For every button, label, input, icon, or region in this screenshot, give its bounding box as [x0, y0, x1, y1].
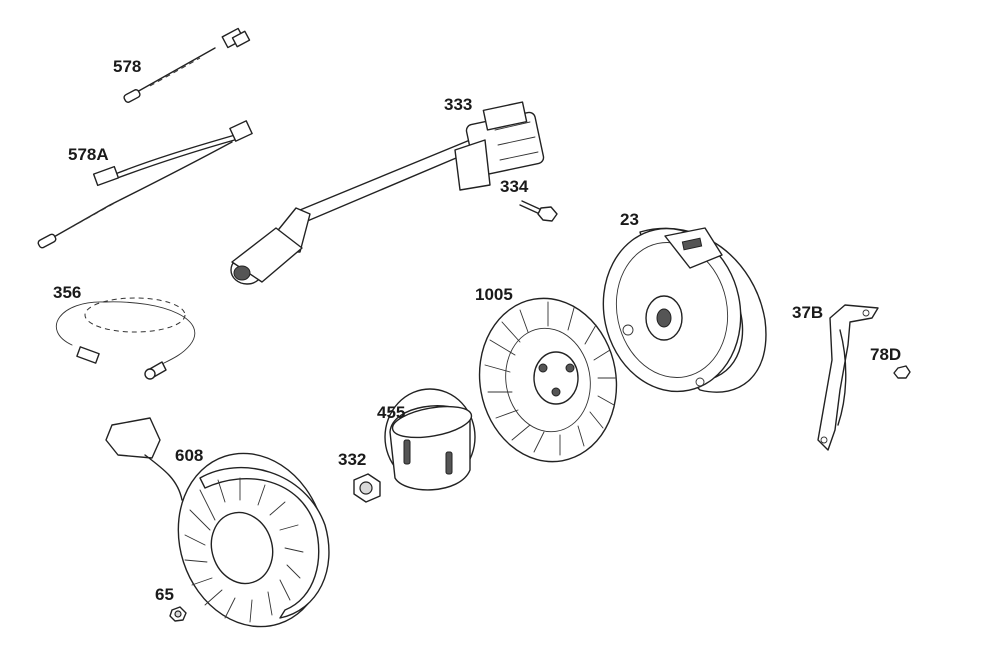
label-333: 333: [444, 95, 472, 114]
label-578: 578: [113, 57, 141, 76]
part-578-wire-lead[interactable]: [123, 27, 251, 103]
label-608: 608: [175, 446, 203, 465]
part-23-flywheel[interactable]: [588, 216, 767, 405]
label-78d: 78D: [870, 345, 901, 364]
part-578a-wire-harness[interactable]: [37, 120, 253, 249]
label-578a: 578A: [68, 145, 109, 164]
label-1005: 1005: [475, 285, 513, 304]
label-334: 334: [500, 177, 529, 196]
part-333-electric-starter[interactable]: [230, 101, 545, 285]
part-608-recoil-starter[interactable]: [105, 417, 348, 646]
part-332-flywheel-nut[interactable]: [353, 473, 381, 503]
part-37b-bracket[interactable]: [817, 304, 879, 451]
part-65-bolt[interactable]: [169, 606, 187, 622]
label-65: 65: [155, 585, 174, 604]
part-356-ground-wire[interactable]: [55, 297, 196, 380]
label-37b: 37B: [792, 303, 823, 322]
part-78d-screw[interactable]: [893, 365, 911, 379]
label-23: 23: [620, 210, 639, 229]
part-455-flywheel-cup[interactable]: [384, 388, 476, 491]
part-1005-cooling-fan[interactable]: [467, 287, 629, 472]
part-334-bolt[interactable]: [519, 200, 558, 222]
label-332: 332: [338, 450, 366, 469]
label-356: 356: [53, 283, 81, 302]
label-455: 455: [377, 403, 405, 422]
